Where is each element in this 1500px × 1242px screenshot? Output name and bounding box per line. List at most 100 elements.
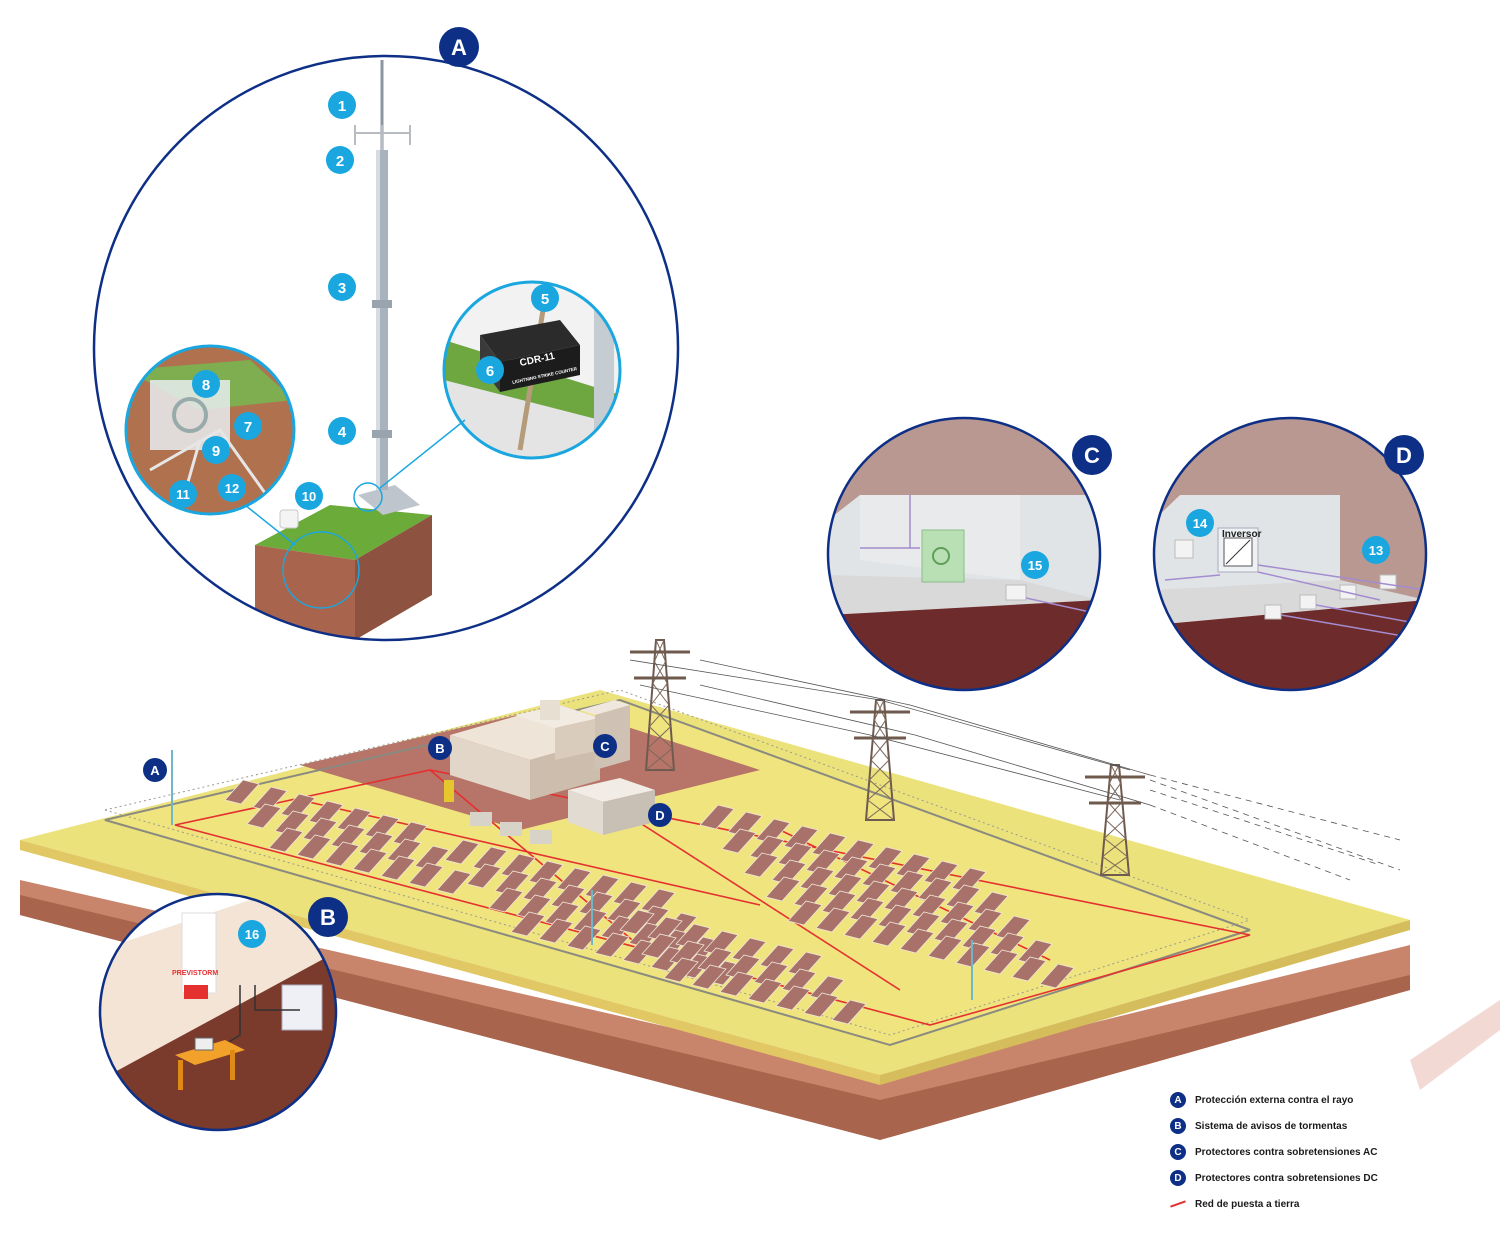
svg-text:D: D — [1396, 443, 1412, 468]
svg-text:D: D — [655, 808, 664, 823]
pylon — [630, 639, 690, 771]
solar-panel — [719, 971, 755, 997]
legend-item-d: D Protectores contra sobretensiones DC — [1170, 1165, 1490, 1191]
solar-panel — [871, 921, 907, 947]
field-lightning-rods — [171, 750, 973, 1000]
svg-text:2: 2 — [336, 153, 344, 170]
marker-a-small: A — [143, 758, 167, 782]
solar-panel — [815, 907, 851, 933]
svg-text:10: 10 — [302, 489, 316, 504]
inspection-pit-detail — [124, 344, 296, 516]
solar-panel — [899, 928, 935, 954]
legend-text-c: Protectores contra sobretensiones AC — [1195, 1146, 1378, 1158]
solar-panel — [743, 852, 779, 878]
callout-9: 9 — [202, 436, 230, 464]
marker-a-large: A — [439, 27, 479, 67]
legend-text-b: Sistema de avisos de tormentas — [1195, 1120, 1348, 1132]
solar-panel — [927, 935, 963, 961]
svg-text:1: 1 — [338, 98, 346, 115]
inverter-label: Inversor — [1222, 529, 1262, 540]
solar-panel — [408, 862, 444, 888]
legend-text-ground: Red de puesta a tierra — [1195, 1198, 1300, 1210]
pylon — [1085, 764, 1145, 876]
marker-b-small: B — [428, 736, 452, 760]
svg-text:15: 15 — [1028, 558, 1042, 573]
legend-badge-a: A — [1170, 1092, 1186, 1108]
svg-text:9: 9 — [212, 443, 220, 460]
substation-buildings — [444, 700, 655, 844]
legend-badge-d: D — [1170, 1170, 1186, 1186]
solar-panel — [787, 900, 823, 926]
svg-text:5: 5 — [541, 291, 549, 308]
detail-connectors — [244, 419, 466, 609]
legend-item-b: B Sistema de avisos de tormentas — [1170, 1113, 1490, 1139]
svg-text:14: 14 — [1193, 516, 1208, 531]
svg-text:11: 11 — [176, 487, 190, 502]
svg-text:3: 3 — [338, 280, 346, 297]
callout-4: 4 — [328, 417, 356, 445]
solar-panel — [444, 839, 480, 865]
callout-15: 15 — [1021, 551, 1049, 579]
legend-item-c: C Protectores contra sobretensiones AC — [1170, 1139, 1490, 1165]
legend-text-d: Protectores contra sobretensiones DC — [1195, 1172, 1378, 1184]
solar-panel — [488, 887, 524, 913]
marker-c-small: C — [593, 734, 617, 758]
solar-panel — [352, 848, 388, 874]
detail-circle-b: PREVISTORM — [98, 892, 338, 1132]
solar-panel — [436, 869, 472, 895]
solar-panel — [721, 828, 757, 854]
svg-text:B: B — [435, 741, 444, 756]
solar-panel — [831, 999, 867, 1025]
solar-panel — [246, 803, 282, 829]
legend-badge-b: B — [1170, 1118, 1186, 1134]
callout-10: 10 — [295, 482, 323, 510]
solar-panel — [510, 911, 546, 937]
solar-panel — [324, 841, 360, 867]
callout-5: 5 — [531, 284, 559, 312]
callout-12: 12 — [218, 474, 246, 502]
solar-panel — [699, 804, 735, 830]
detail-circle-c — [826, 416, 1102, 692]
svg-text:13: 13 — [1369, 543, 1383, 558]
svg-text:6: 6 — [486, 363, 494, 380]
callout-7: 7 — [234, 412, 262, 440]
storm-detector-brand: PREVISTORM — [172, 970, 218, 977]
svg-text:12: 12 — [225, 481, 239, 496]
callout-3: 3 — [328, 273, 356, 301]
solar-panel — [747, 978, 783, 1004]
solar-panel — [594, 932, 630, 958]
solar-panel — [775, 985, 811, 1011]
solar-panel-array — [224, 779, 1075, 1025]
legend-item-a: A Protección externa contra el rayo — [1170, 1087, 1490, 1113]
solar-panel — [765, 876, 801, 902]
svg-text:A: A — [451, 35, 467, 60]
solar-panel — [1011, 956, 1047, 982]
svg-text:C: C — [1084, 443, 1100, 468]
solar-panel — [691, 964, 727, 990]
solar-panel — [224, 779, 260, 805]
marker-c-large: C — [1072, 435, 1112, 475]
svg-text:4: 4 — [338, 424, 347, 441]
callout-8: 8 — [192, 370, 220, 398]
legend-badge-c: C — [1170, 1144, 1186, 1160]
svg-text:16: 16 — [245, 927, 259, 942]
callout-16: 16 — [238, 920, 266, 948]
callout-2: 2 — [326, 146, 354, 174]
ground-line-icon — [1170, 1200, 1186, 1208]
solar-panel — [843, 914, 879, 940]
solar-panel — [268, 827, 304, 853]
svg-text:B: B — [320, 905, 336, 930]
svg-text:8: 8 — [202, 377, 210, 394]
solar-panel — [466, 863, 502, 889]
solar-panel — [663, 957, 699, 983]
legend: A Protección externa contra el rayo B Si… — [1170, 1087, 1490, 1217]
callout-11: 11 — [169, 480, 197, 508]
solar-panel — [380, 855, 416, 881]
callout-1: 1 — [328, 91, 356, 119]
solar-panel — [1039, 963, 1075, 989]
solar-panel — [538, 918, 574, 944]
callout-13: 13 — [1362, 536, 1390, 564]
callout-6: 6 — [476, 356, 504, 384]
marker-b-large: B — [308, 897, 348, 937]
